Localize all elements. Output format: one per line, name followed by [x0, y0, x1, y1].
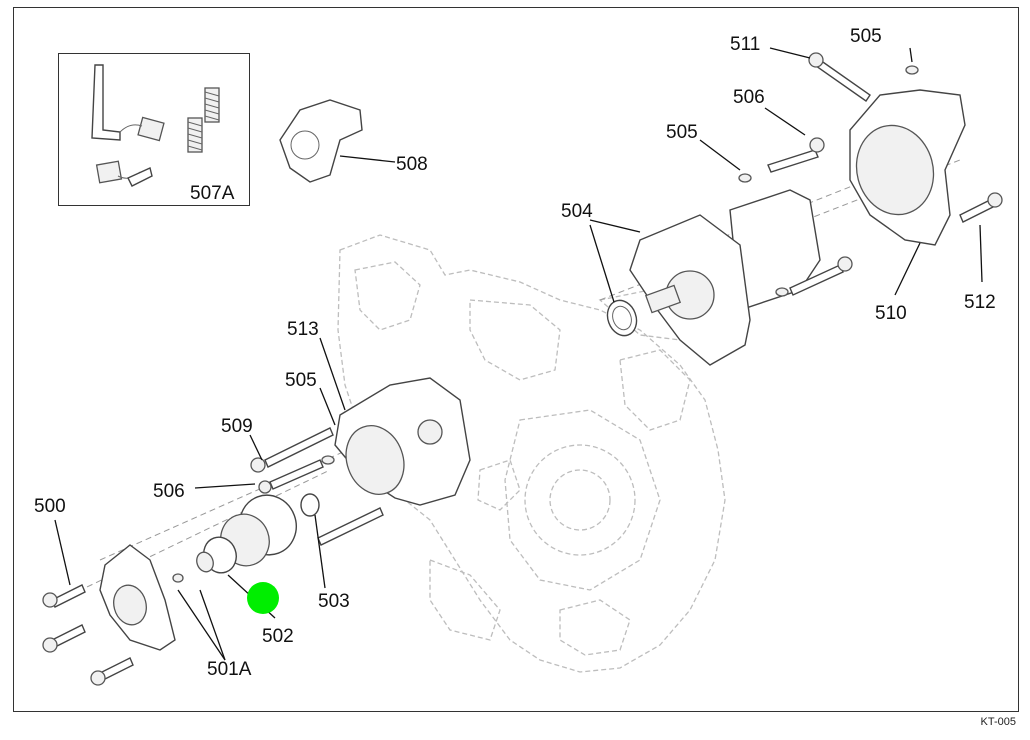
callout-504[interactable]: 504 [561, 201, 593, 222]
flange-510-artwork [849, 89, 966, 246]
highlight-marker[interactable] [247, 582, 279, 614]
drawing-code: KT-005 [980, 716, 1016, 728]
starter-motor-artwork [606, 189, 821, 366]
callout-505-upper[interactable]: 505 [666, 122, 698, 143]
gear-502-artwork [196, 493, 320, 574]
callout-511[interactable]: 511 [730, 34, 761, 55]
callout-505-left[interactable]: 505 [285, 370, 317, 391]
brush-kit-artwork [91, 64, 220, 187]
callout-509[interactable]: 509 [221, 416, 253, 437]
bolts-upper-artwork [738, 52, 1003, 297]
callout-503[interactable]: 503 [318, 591, 350, 612]
callout-507a[interactable]: 507A [190, 183, 235, 204]
callout-512[interactable]: 512 [964, 292, 996, 313]
cover-513-artwork [334, 377, 471, 506]
callout-502[interactable]: 502 [262, 626, 294, 647]
bolts-lower-artwork [250, 427, 384, 546]
callout-501a[interactable]: 501A [207, 659, 252, 680]
callout-506-upper[interactable]: 506 [733, 87, 765, 108]
callout-506-lower[interactable]: 506 [153, 481, 185, 502]
callout-500[interactable]: 500 [34, 496, 66, 517]
callout-510[interactable]: 510 [875, 303, 907, 324]
callout-513[interactable]: 513 [287, 319, 319, 340]
callout-505-top[interactable]: 505 [850, 26, 882, 47]
diagram-frame [13, 7, 1019, 712]
brush-kit-inset-box [58, 53, 250, 206]
bracket-508-artwork [279, 99, 363, 183]
cover-501a-artwork [42, 544, 184, 686]
callout-508[interactable]: 508 [396, 154, 428, 175]
